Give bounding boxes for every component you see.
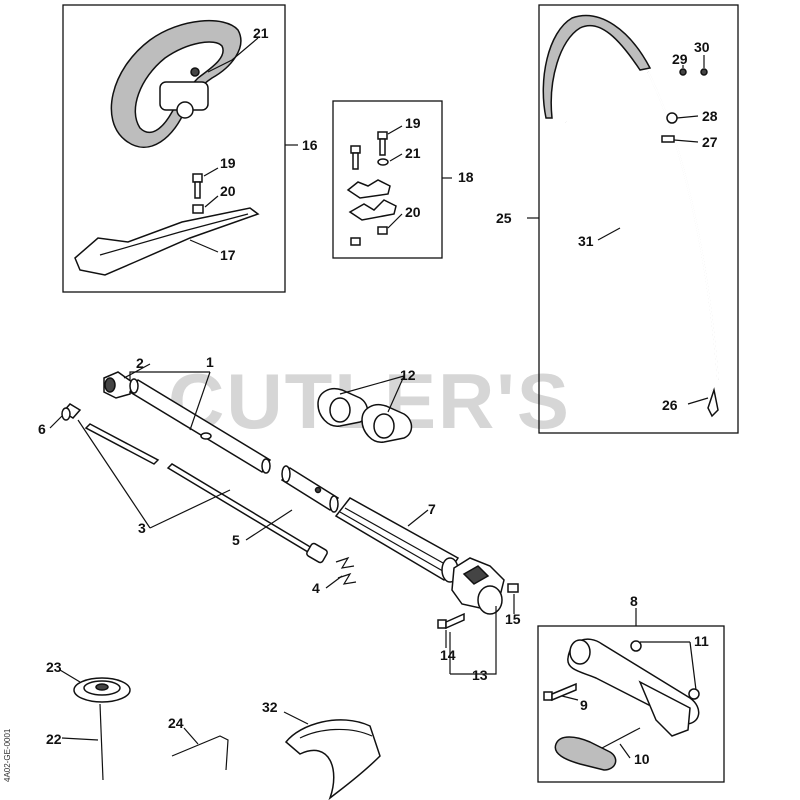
box-8-handle-kit bbox=[537, 608, 725, 783]
callout-20a: 20 bbox=[220, 183, 236, 199]
part-11-handle-housing[interactable] bbox=[567, 638, 700, 737]
part-31-harness-strap[interactable] bbox=[564, 71, 719, 391]
callout-9: 9 bbox=[580, 697, 588, 713]
callout-21a: 21 bbox=[253, 25, 269, 41]
callout-31: 31 bbox=[578, 233, 594, 249]
kit-18-frame bbox=[332, 100, 443, 259]
part-21-washer-icon bbox=[190, 67, 200, 77]
box-18-fastener-kit bbox=[332, 100, 452, 259]
part-20-nut[interactable] bbox=[192, 204, 204, 214]
callout-18: 18 bbox=[458, 169, 474, 185]
callout-11: 11 bbox=[694, 633, 709, 649]
part-9-screw[interactable] bbox=[543, 682, 577, 702]
callout-4: 4 bbox=[312, 580, 320, 596]
part-6-sleeve[interactable] bbox=[61, 403, 82, 421]
callout-26: 26 bbox=[662, 397, 678, 413]
part-17-barrier-bracket[interactable] bbox=[74, 207, 260, 276]
callout-12: 12 bbox=[400, 367, 416, 383]
part-4-spring-clip[interactable] bbox=[335, 556, 357, 585]
callout-3: 3 bbox=[138, 520, 146, 536]
callout-27: 27 bbox=[702, 134, 718, 150]
callout-17: 17 bbox=[220, 247, 236, 263]
callout-29: 29 bbox=[672, 51, 688, 67]
callout-24: 24 bbox=[168, 715, 184, 731]
part-22-pin[interactable] bbox=[99, 703, 104, 781]
part-14-screw[interactable] bbox=[437, 612, 465, 630]
callout-32: 32 bbox=[262, 699, 278, 715]
part-10-star-knob[interactable] bbox=[554, 727, 641, 771]
callout-19b: 19 bbox=[405, 115, 421, 131]
part-24-hex-key[interactable] bbox=[171, 735, 229, 771]
kit-25-frame bbox=[538, 4, 739, 434]
callout-6: 6 bbox=[38, 421, 46, 437]
box-16-loop-handle-kit bbox=[62, 4, 298, 293]
part-5-liner[interactable] bbox=[280, 465, 340, 513]
part-23-disc[interactable] bbox=[73, 677, 131, 703]
part-30-rivet[interactable] bbox=[700, 68, 708, 76]
part-1-drive-tube[interactable] bbox=[128, 378, 272, 474]
callout-22: 22 bbox=[46, 731, 62, 747]
kit-8-frame bbox=[537, 625, 725, 783]
part-19-screw[interactable] bbox=[192, 173, 203, 199]
callout-14: 14 bbox=[440, 647, 456, 663]
part-13-clamp-housing[interactable] bbox=[451, 557, 505, 615]
part-29-rivet[interactable] bbox=[679, 68, 687, 76]
callout-28: 28 bbox=[702, 108, 718, 124]
callout-25: 25 bbox=[496, 210, 512, 226]
callout-2: 2 bbox=[136, 355, 144, 371]
callout-16: 16 bbox=[302, 137, 318, 153]
part-26-snap-hook[interactable] bbox=[707, 387, 719, 418]
part-19-screw-kit[interactable] bbox=[350, 131, 388, 170]
callout-30: 30 bbox=[694, 39, 710, 55]
part-shoulder-pad[interactable] bbox=[542, 14, 652, 119]
part-28-buckle[interactable] bbox=[666, 112, 678, 124]
callout-15: 15 bbox=[505, 611, 521, 627]
kit-16-frame bbox=[62, 4, 286, 293]
part-20-nut-kit[interactable] bbox=[350, 226, 388, 246]
part-21-washer-kit[interactable] bbox=[377, 158, 389, 166]
callout-7: 7 bbox=[428, 501, 436, 517]
part-3-drive-shaft[interactable] bbox=[84, 423, 328, 564]
part-clamp-halves[interactable] bbox=[346, 179, 397, 221]
callout-labels: 21 16 19 20 17 19 21 18 20 29 30 28 27 2… bbox=[38, 25, 718, 767]
callout-13: 13 bbox=[472, 667, 488, 683]
part-21-loop-handle[interactable] bbox=[110, 20, 242, 148]
callout-1: 1 bbox=[206, 354, 214, 370]
part-2-bushing[interactable] bbox=[103, 371, 133, 399]
drawing-code: 4A02-GE-0001 bbox=[3, 728, 12, 782]
part-15-nut[interactable] bbox=[507, 583, 519, 593]
box-25-harness-kit bbox=[527, 4, 739, 434]
part-27-slide[interactable] bbox=[661, 135, 675, 143]
callout-23: 23 bbox=[46, 659, 62, 675]
callout-21b: 21 bbox=[405, 145, 421, 161]
callout-20b: 20 bbox=[405, 204, 421, 220]
part-32-guard[interactable] bbox=[284, 719, 381, 800]
callout-19a: 19 bbox=[220, 155, 236, 171]
callout-8: 8 bbox=[630, 593, 638, 609]
part-12-clamp-set[interactable] bbox=[317, 388, 413, 443]
part-7-vibration-tube[interactable] bbox=[334, 497, 460, 583]
callout-10: 10 bbox=[634, 751, 650, 767]
callout-5: 5 bbox=[232, 532, 240, 548]
drive-tube-assembly bbox=[49, 363, 519, 675]
